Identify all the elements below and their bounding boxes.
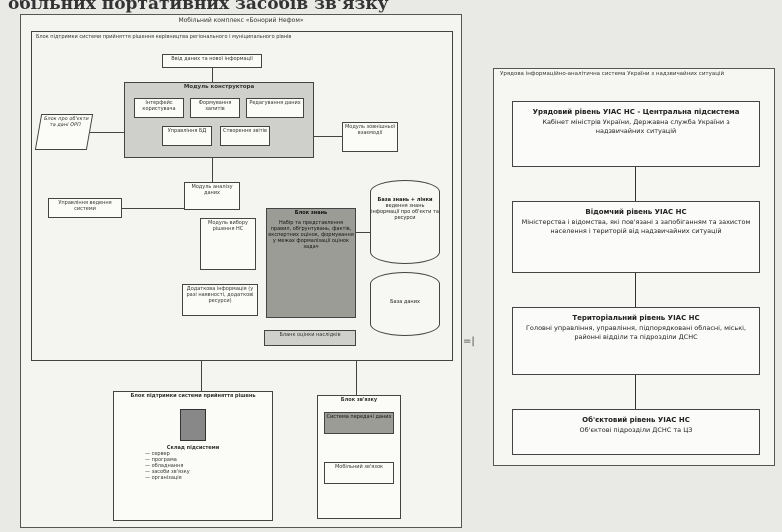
mobile-link-box: Мобільний зв'язок <box>324 462 394 484</box>
level-desc: Об'єктові підрозділи ДСНС та ЦЗ <box>579 426 693 434</box>
data-transfer-box: Система передачі даних <box>324 412 394 434</box>
external-module-box: Модуль зовнішньої взаємодії <box>342 122 398 152</box>
constructor-module-title: Модуль конструктора <box>183 84 255 90</box>
knowledge-db-text: ведення знань інформації про об'єкти та … <box>371 203 439 221</box>
arrow <box>356 232 370 233</box>
knowledge-db-title: База знань + лінки <box>377 197 433 203</box>
knowledge-db: База знань + лінки ведення знань інформа… <box>370 180 440 264</box>
arrow <box>201 361 202 391</box>
level-desc: Головні управління, управління, підпоряд… <box>525 324 747 341</box>
server-icon <box>180 409 206 441</box>
support-item: — сервер <box>145 451 170 457</box>
level-desc: Міністерства і відомства, які пов'язані … <box>521 218 751 235</box>
communication-block: Блок зв'язку Система передачі даних Мобі… <box>317 395 401 519</box>
mobile-complex-title: Мобільний комплекс «Бонорий Нефом» <box>178 17 304 24</box>
uias-title: Урядова інформаційно-аналітична система … <box>500 71 725 77</box>
support-subsystem-heading: Склад підсистеми <box>166 445 220 451</box>
level-connector <box>635 167 636 201</box>
input-data-box: Ввід даних та нової інформації <box>162 54 262 68</box>
communication-title: Блок зв'язку <box>340 397 378 403</box>
database: База даних <box>370 272 440 336</box>
arrow <box>356 361 357 395</box>
uias-diagram: Урядова інформаційно-аналітична система … <box>493 68 775 466</box>
support-item: — обладнання <box>145 463 184 469</box>
level-title: Відомчий рівень УІАС НС <box>585 208 687 216</box>
submodule-2: Формування запитів <box>190 98 240 118</box>
knowledge-block-text: Набір та представлення правил, обґрунтув… <box>268 220 354 250</box>
source-data-box: Блок про об'єкти та дані ОРП <box>34 114 94 150</box>
level-title: Об'єктовий рівень УІАС НС <box>582 416 690 424</box>
submodule-3: Редагування даних <box>246 98 304 118</box>
mobile-complex-diagram: Мобільний комплекс «Бонорий Нефом» Блок … <box>20 14 462 528</box>
submodule-1: Інтерфейс користувача <box>134 98 184 118</box>
knowledge-block-title: Блок знань <box>294 210 328 216</box>
page-header: обільних портативних засобів зв'язку <box>0 0 782 20</box>
level-departmental: Відомчий рівень УІАС НС Міністерства і в… <box>512 201 760 273</box>
support-subsystem-block: Блок підтримки системи прийняття рішень … <box>113 391 273 521</box>
level-connector <box>635 375 636 409</box>
decision-support-title: Блок підтримки системи прийняття рішення… <box>36 34 292 40</box>
arrow <box>212 158 213 182</box>
level-connector <box>635 273 636 307</box>
header-text: обільних портативних засобів зв'язку <box>8 0 389 14</box>
constructor-module: Модуль конструктора <box>124 82 314 158</box>
extra-info-box: Додаткова інформація (у разі наявності, … <box>182 284 258 316</box>
support-item: — організація <box>145 475 182 481</box>
level-desc: Кабінет міністрів України, Державна служ… <box>542 118 730 135</box>
decision-support-block: Блок підтримки системи прийняття рішення… <box>31 31 453 361</box>
arrow <box>122 208 184 209</box>
user-note-box: Управління ведення системи <box>48 198 122 218</box>
decision-module-box: Модуль вибору рішення НС <box>200 218 256 270</box>
submodule-5: Створення звітів <box>220 126 270 146</box>
level-title: Територіальний рівень УІАС НС <box>572 314 700 322</box>
level-object: Об'єктовий рівень УІАС НС Об'єктові підр… <box>512 409 760 455</box>
level-title: Урядовий рівень УІАС НС - Центральна під… <box>532 108 740 116</box>
arrow <box>212 68 213 82</box>
analysis-module-box: Модуль аналізу даних <box>184 182 240 210</box>
level-government: Урядовий рівень УІАС НС - Центральна під… <box>512 101 760 167</box>
arrow <box>314 136 342 137</box>
bottom-strip-box: Бланк оцінки наслідків <box>264 330 356 346</box>
link-mark: =| <box>463 336 475 347</box>
support-item: — засоби зв'язку <box>145 469 190 475</box>
arrow <box>90 132 124 133</box>
level-territorial: Територіальний рівень УІАС НС Головні уп… <box>512 307 760 375</box>
submodule-4: Управління БД <box>162 126 212 146</box>
knowledge-block: Блок знань Набір та представлення правил… <box>266 208 356 318</box>
support-subsystem-title: Блок підтримки системи прийняття рішень <box>130 393 256 399</box>
support-item: — програма <box>145 457 177 463</box>
